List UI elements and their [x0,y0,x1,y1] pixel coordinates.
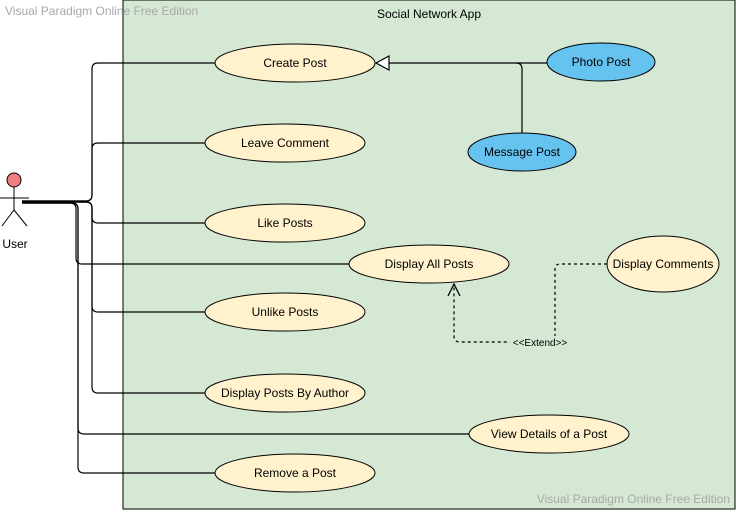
usecase-like-posts-label: Like Posts [257,216,312,230]
usecase-display-posts-by-author-label: Display Posts By Author [221,386,349,400]
assoc-display-posts-by-author [22,201,205,394]
usecase-message-post[interactable]: Message Post [467,132,577,172]
associations [22,62,469,474]
usecase-remove-post[interactable]: Remove a Post [214,453,376,493]
actor-head [6,172,22,188]
usecase-create-post[interactable]: Create Post [214,43,376,83]
usecase-display-all-posts-label: Display All Posts [385,257,474,271]
usecase-display-all-posts[interactable]: Display All Posts [348,244,510,284]
gen-message-post [515,62,523,133]
usecase-remove-post-label: Remove a Post [254,466,337,480]
usecase-like-posts[interactable]: Like Posts [204,203,366,243]
usecase-message-post-label: Message Post [484,145,561,159]
actor-right-leg [13,209,28,227]
assoc-remove-post [22,202,215,474]
extend-label: <<Extend>> [513,338,568,349]
usecase-photo-post[interactable]: Photo Post [546,42,656,82]
generalizations [374,54,547,133]
generalization-arrowhead [374,54,390,72]
actor-label: User [2,237,27,251]
usecase-display-posts-by-author[interactable]: Display Posts By Author [204,373,366,413]
use-cases: Create Post Leave Comment Like Posts Dis… [204,42,720,493]
usecase-view-details[interactable]: View Details of a Post [468,414,630,454]
extend-label-bg [510,336,572,348]
actor-left-leg [1,209,15,227]
usecase-create-post-label: Create Post [263,56,327,70]
watermark-bottom: Visual Paradigm Online Free Edition [536,492,730,506]
assoc-leave-comment [22,142,205,202]
usecase-unlike-posts[interactable]: Unlike Posts [204,292,366,332]
system-title: Social Network App [377,7,481,21]
extend-arrowhead [447,282,461,297]
actor-user[interactable]: User [0,172,29,251]
usecase-leave-comment-label: Leave Comment [241,136,330,150]
usecase-view-details-label: View Details of a Post [491,427,608,441]
usecase-display-comments[interactable]: Display Comments [606,235,720,293]
usecase-photo-post-label: Photo Post [572,55,631,69]
usecase-display-comments-label: Display Comments [613,257,714,271]
usecase-leave-comment[interactable]: Leave Comment [204,123,366,163]
usecase-unlike-posts-label: Unlike Posts [252,305,319,319]
watermark-top: Visual Paradigm Online Free Edition [5,4,199,18]
